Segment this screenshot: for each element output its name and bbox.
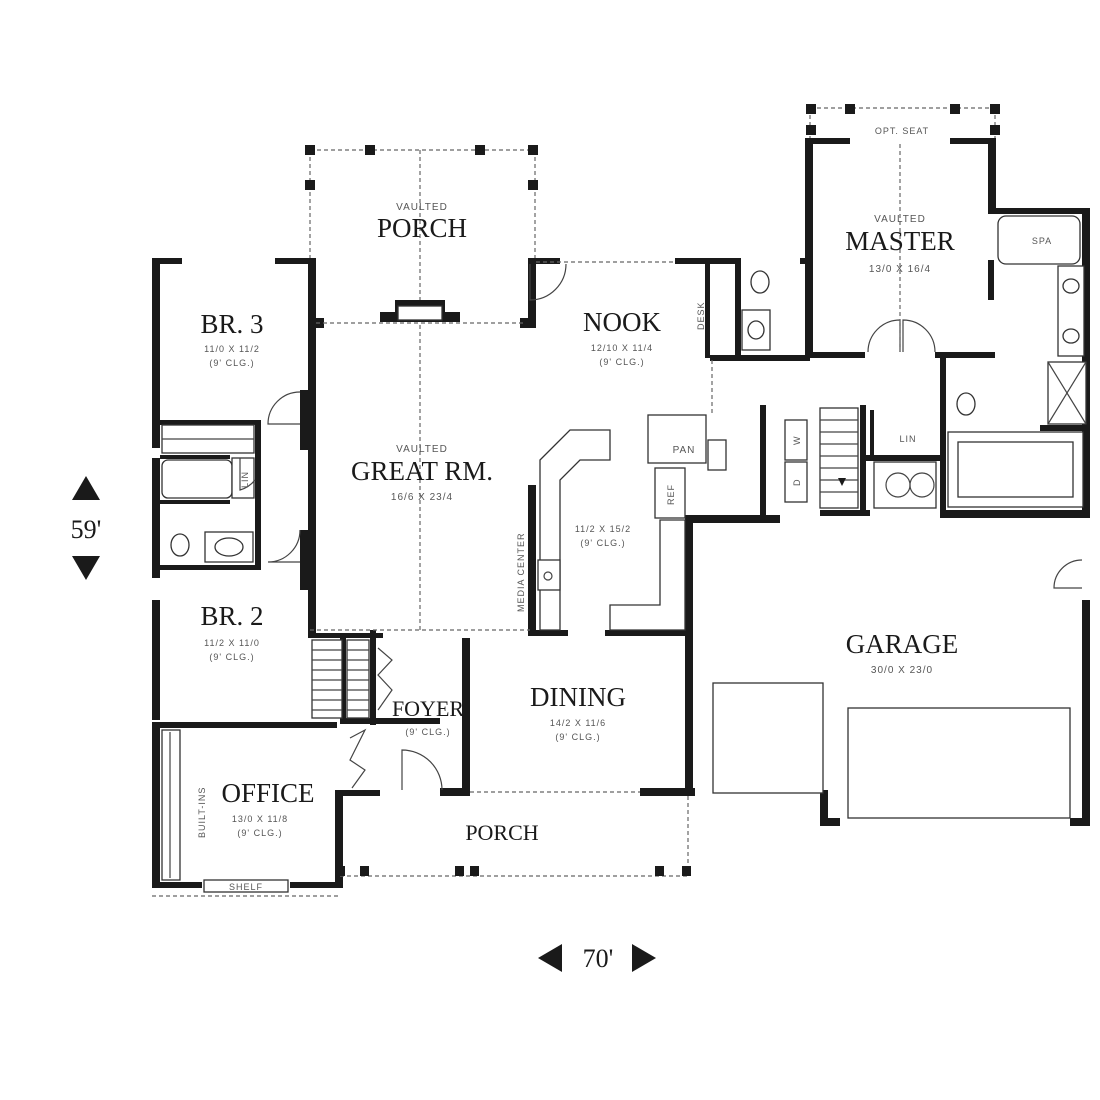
master-dims: 13/0 X 16/4 <box>869 264 931 275</box>
office-dims: 13/0 X 11/8 <box>232 814 288 824</box>
shelf-label: SHELF <box>229 882 263 892</box>
great-room-note: VAULTED <box>396 444 448 455</box>
nook-ceiling: (9' CLG.) <box>599 357 644 367</box>
room-labels: VAULTED PORCH OPT. SEAT VAULTED MASTER 1… <box>197 126 1052 892</box>
br3-name: BR. 3 <box>200 309 263 339</box>
arrow-up-icon <box>72 476 100 500</box>
desk-label: DESK <box>696 301 706 330</box>
depth-dimension: 59' <box>71 476 102 580</box>
nook-name: NOOK <box>583 307 661 337</box>
opt-seat-outline <box>806 104 1000 140</box>
office-name: OFFICE <box>221 778 314 808</box>
nook-dims: 12/10 X 11/4 <box>591 343 653 353</box>
garage-dims: 30/0 X 23/0 <box>871 665 933 676</box>
foyer-name: FOYER <box>392 696 464 721</box>
arrow-right-icon <box>632 944 656 972</box>
media-center-label: MEDIA CENTER <box>516 532 526 612</box>
master-name: MASTER <box>845 226 955 256</box>
garage-name: GARAGE <box>846 629 959 659</box>
lin-label-br3-bath: LIN <box>240 471 250 488</box>
walls <box>152 138 1090 888</box>
pantry-label: PAN <box>673 445 696 456</box>
built-ins-label: BUILT-INS <box>197 787 207 838</box>
master-note: VAULTED <box>874 214 926 225</box>
great-room-name: GREAT RM. <box>351 456 493 486</box>
great-room-dims: 16/6 X 23/4 <box>391 492 453 503</box>
washer-label: W <box>792 436 802 446</box>
br2-name: BR. 2 <box>200 601 263 631</box>
width-dimension: 70' <box>538 944 656 973</box>
arrow-down-icon <box>72 556 100 580</box>
br3-dims: 11/0 X 11/2 <box>204 344 260 354</box>
dining-name: DINING <box>530 682 626 712</box>
office-ceiling: (9' CLG.) <box>237 828 282 838</box>
fixtures <box>152 144 1087 897</box>
lin-label-master: LIN <box>899 434 916 444</box>
ref-label: REF <box>666 484 676 505</box>
depth-label: 59' <box>71 515 102 544</box>
width-label: 70' <box>583 944 614 973</box>
opt-seat-label: OPT. SEAT <box>875 126 929 136</box>
arrow-left-icon <box>538 944 562 972</box>
br3-ceiling: (9' CLG.) <box>209 358 254 368</box>
foyer-ceiling: (9' CLG.) <box>405 727 450 737</box>
br2-ceiling: (9' CLG.) <box>209 652 254 662</box>
kitchen-dims: 11/2 X 15/2 <box>575 524 631 534</box>
spa-label: SPA <box>1032 236 1052 246</box>
rear-porch-note: VAULTED <box>396 202 448 213</box>
dining-dims: 14/2 X 11/6 <box>550 718 606 728</box>
rear-porch-name: PORCH <box>377 213 467 243</box>
rear-porch-outline <box>305 145 538 630</box>
kitchen-ceiling: (9' CLG.) <box>580 538 625 548</box>
front-porch-name: PORCH <box>465 820 538 845</box>
dryer-label: D <box>792 479 802 487</box>
br2-dims: 11/2 X 11/0 <box>204 638 260 648</box>
dining-ceiling: (9' CLG.) <box>555 732 600 742</box>
